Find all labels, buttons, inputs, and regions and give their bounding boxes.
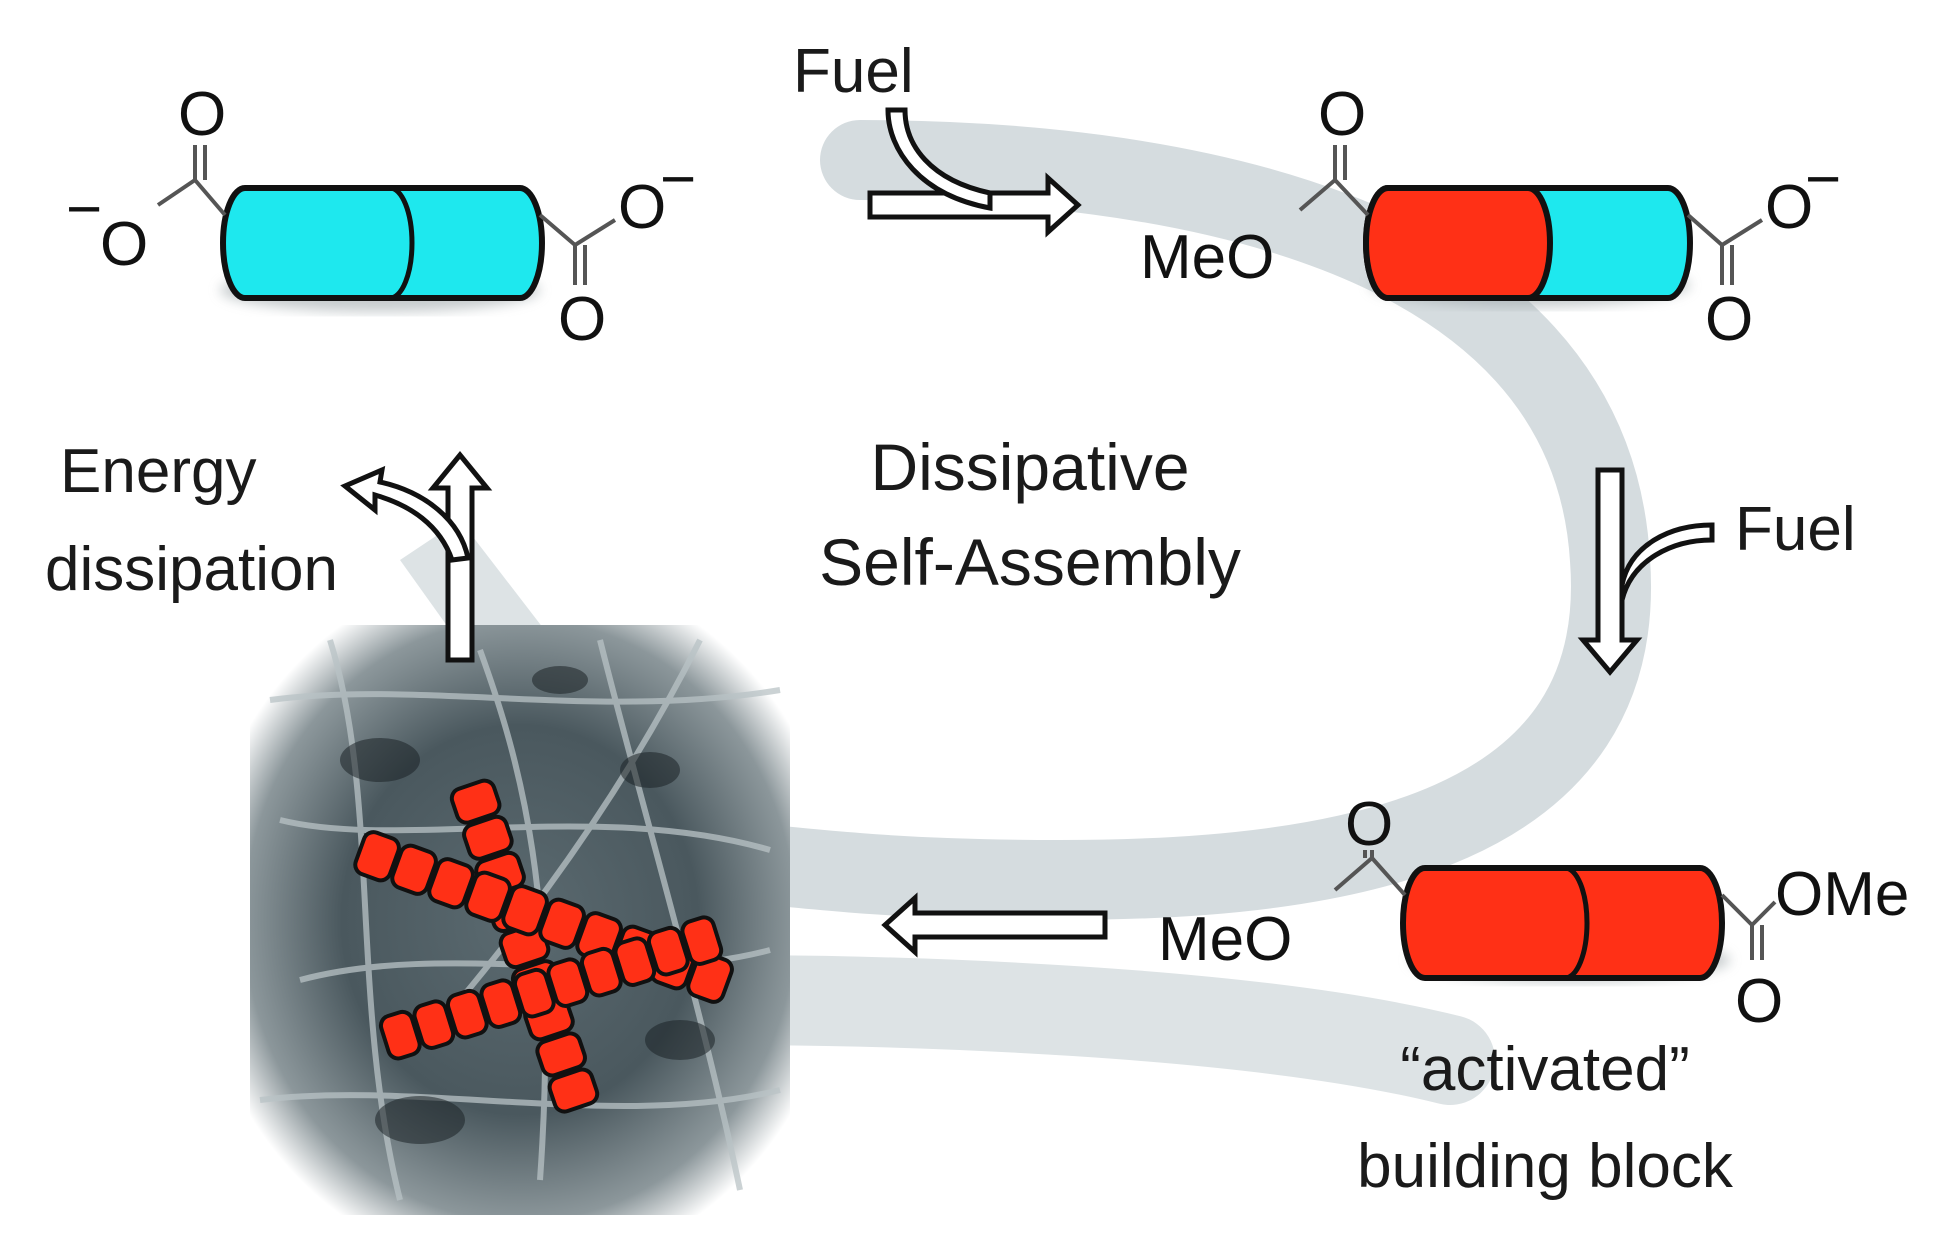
fiber-segment: [464, 870, 512, 923]
fiber-segment: [412, 999, 456, 1050]
fiber-segment: [547, 1067, 600, 1114]
fuel-arrow-down: [1577, 467, 1643, 676]
molecule-diester-activated: O MeO O OMe: [1158, 790, 1909, 1036]
molecule-monoester: O MeO O O −: [1140, 80, 1841, 354]
fiber-segment: [462, 814, 514, 861]
fuel-label-right: Fuel: [1735, 495, 1856, 564]
fiber-segment: [390, 843, 438, 896]
activated-label-line2: building block: [1357, 1132, 1734, 1201]
fiber-segment: [479, 978, 523, 1029]
fiber-segment: [353, 830, 401, 883]
fiber-segment: [501, 884, 549, 937]
fiber-segment: [427, 857, 475, 910]
assembly-arrow-left: [881, 892, 1108, 958]
methoxy-label: MeO: [1140, 223, 1274, 292]
anion-o-label: O: [618, 173, 666, 242]
fuel-inlet-curve: [885, 107, 993, 212]
fiber-segment: [646, 925, 690, 977]
fiber-segment: [512, 967, 556, 1019]
fiber-segment: [538, 897, 586, 950]
anion-charge-label: −: [1805, 145, 1841, 214]
anion-o-label: O: [100, 210, 148, 279]
carbonyl-o-label: O: [1705, 285, 1753, 354]
methoxy-label: MeO: [1158, 905, 1292, 974]
energy-label-line1: Energy: [60, 437, 256, 506]
methoxy-label: OMe: [1775, 860, 1909, 929]
cycle-title-line2: Self-Assembly: [819, 525, 1241, 599]
fiber-segment: [546, 957, 590, 1008]
fiber-segment: [445, 988, 489, 1040]
fiber-segment: [535, 1031, 587, 1078]
fiber-segment: [378, 1009, 422, 1061]
fiber-segment: [449, 778, 502, 825]
anion-o-label: O: [1765, 173, 1813, 242]
fiber-segment: [613, 936, 657, 987]
anion-charge-label: −: [66, 175, 102, 244]
cycle-title-line1: Dissipative: [870, 430, 1189, 504]
red-fiber-diagonal-up: [378, 915, 724, 1061]
arrows: [340, 107, 1715, 958]
dissipation-branch-arrow: [340, 465, 472, 563]
carbonyl-o-label: O: [1735, 967, 1783, 1036]
energy-label-line2: dissipation: [45, 535, 338, 604]
molecule-dianion: O O − O O −: [66, 80, 696, 354]
fiber-segment: [579, 946, 623, 998]
fiber-segment: [680, 915, 724, 966]
fuel-label-top: Fuel: [793, 37, 914, 106]
carbonyl-o-label: O: [558, 285, 606, 354]
red-fiber-bundles: [353, 778, 734, 1114]
activated-label-line1: “activated”: [1400, 1035, 1689, 1104]
anion-charge-label: −: [660, 145, 696, 214]
carbonyl-o-label: O: [1345, 790, 1393, 859]
carbonyl-o-label: O: [1318, 80, 1366, 149]
fuel-inlet-curve: [1619, 522, 1715, 601]
carbonyl-o-label: O: [178, 80, 226, 149]
